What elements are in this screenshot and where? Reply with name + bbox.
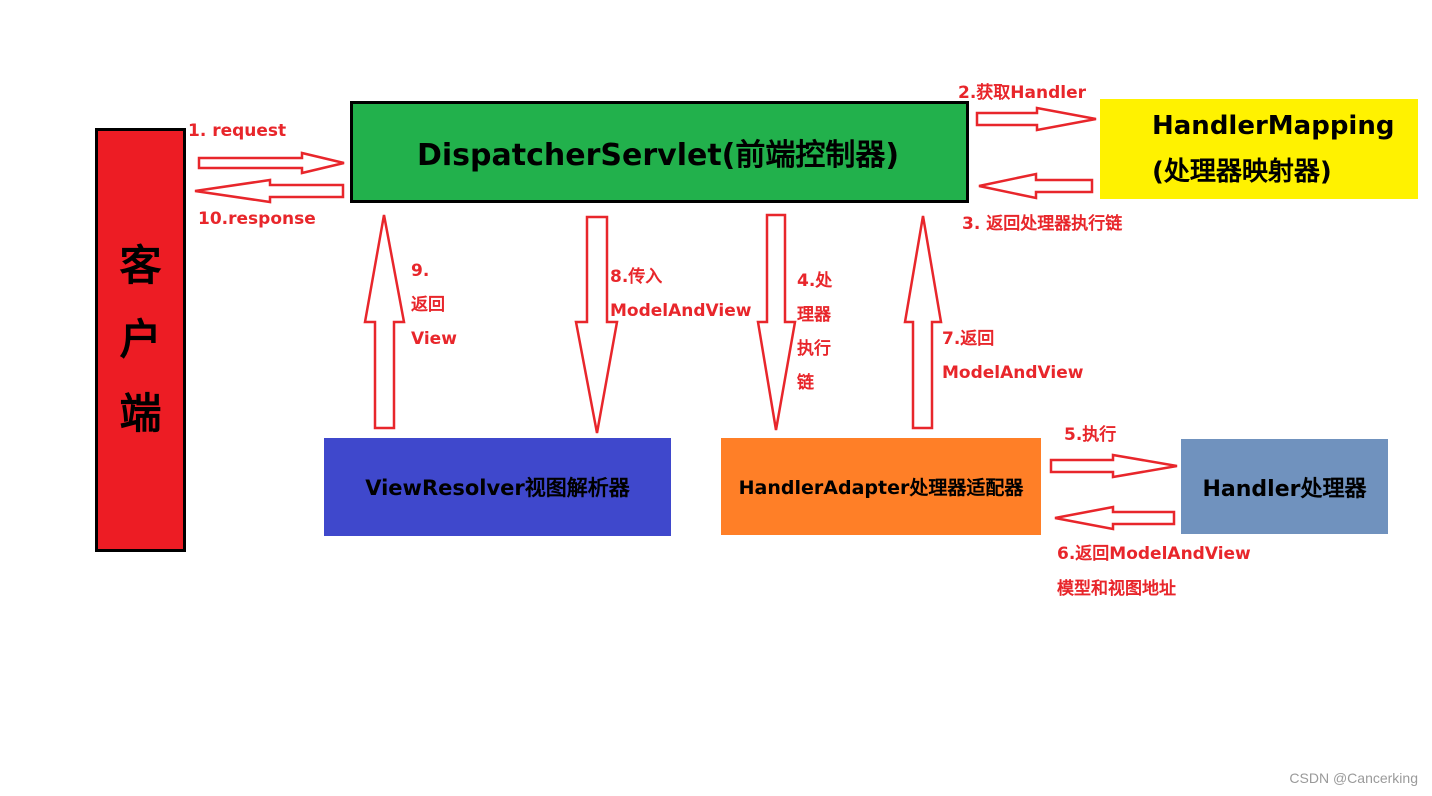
label-step5: 5.执行 [1064, 425, 1117, 445]
handler-label: Handler处理器 [1202, 476, 1367, 502]
dispatcher-servlet-label: DispatcherServlet(前端控制器) [417, 138, 900, 173]
label-step6: 6.返回ModelAndView 模型和视图地址 [1057, 537, 1251, 607]
label-step9-line1: 9. [411, 261, 430, 281]
label-step8-line1: 8.传入 [610, 267, 663, 287]
label-step1: 1. request [188, 121, 287, 141]
label-step8-line2: ModelAndView [610, 301, 752, 321]
arrow-execute [1049, 453, 1178, 479]
arrow-request [197, 151, 345, 175]
label-step2: 2.获取Handler [958, 83, 1086, 103]
label-step8: 8.传入 ModelAndView [610, 260, 751, 328]
arrow-handler-chain [756, 213, 797, 431]
arrow-return-chain [978, 172, 1094, 200]
label-step4-line1: 4.处 [797, 271, 833, 291]
view-resolver-box: ViewResolver视图解析器 [324, 438, 671, 536]
label-step4-line4: 链 [797, 373, 814, 393]
label-step4: 4.处 理器 执行 链 [797, 264, 832, 400]
arrow-get-handler [975, 106, 1097, 132]
view-resolver-label: ViewResolver视图解析器 [365, 476, 630, 500]
label-step3: 3. 返回处理器执行链 [962, 214, 1123, 234]
label-step4-line2: 理器 [797, 305, 831, 325]
client-char-2: 户 [119, 315, 162, 364]
label-step6-line2: 模型和视图地址 [1057, 579, 1176, 599]
handler-mapping-sublabel: (处理器映射器) [1152, 157, 1332, 187]
client-box: 客 户 端 [95, 128, 186, 552]
arrow-return-handler-result [1054, 505, 1176, 531]
label-step10: 10.response [198, 209, 316, 229]
handler-adapter-box: HandlerAdapter处理器适配器 [721, 438, 1041, 535]
label-step9: 9. 返回 View [411, 254, 457, 356]
label-step6-line1: 6.返回ModelAndView [1057, 544, 1251, 564]
arrow-return-view [363, 214, 406, 430]
label-step7: 7.返回 ModelAndView [942, 322, 1083, 390]
handler-mapping-box: HandlerMapping (处理器映射器) [1100, 99, 1418, 199]
handler-mapping-label: HandlerMapping [1152, 111, 1395, 141]
dispatcher-servlet-box: DispatcherServlet(前端控制器) [350, 101, 969, 203]
handler-adapter-label: HandlerAdapter处理器适配器 [738, 477, 1024, 499]
client-char-3: 端 [119, 389, 162, 438]
label-step7-line1: 7.返回 [942, 329, 995, 349]
label-step7-line2: ModelAndView [942, 363, 1084, 383]
client-char-1: 客 [119, 241, 162, 290]
arrow-return-modelandview [903, 215, 943, 430]
handler-box: Handler处理器 [1181, 439, 1388, 534]
arrow-response [194, 178, 345, 204]
watermark: CSDN @Cancerking [1289, 770, 1418, 786]
label-step9-line3: View [411, 329, 457, 349]
label-step9-line2: 返回 [411, 295, 445, 315]
label-step4-line3: 执行 [797, 339, 831, 359]
